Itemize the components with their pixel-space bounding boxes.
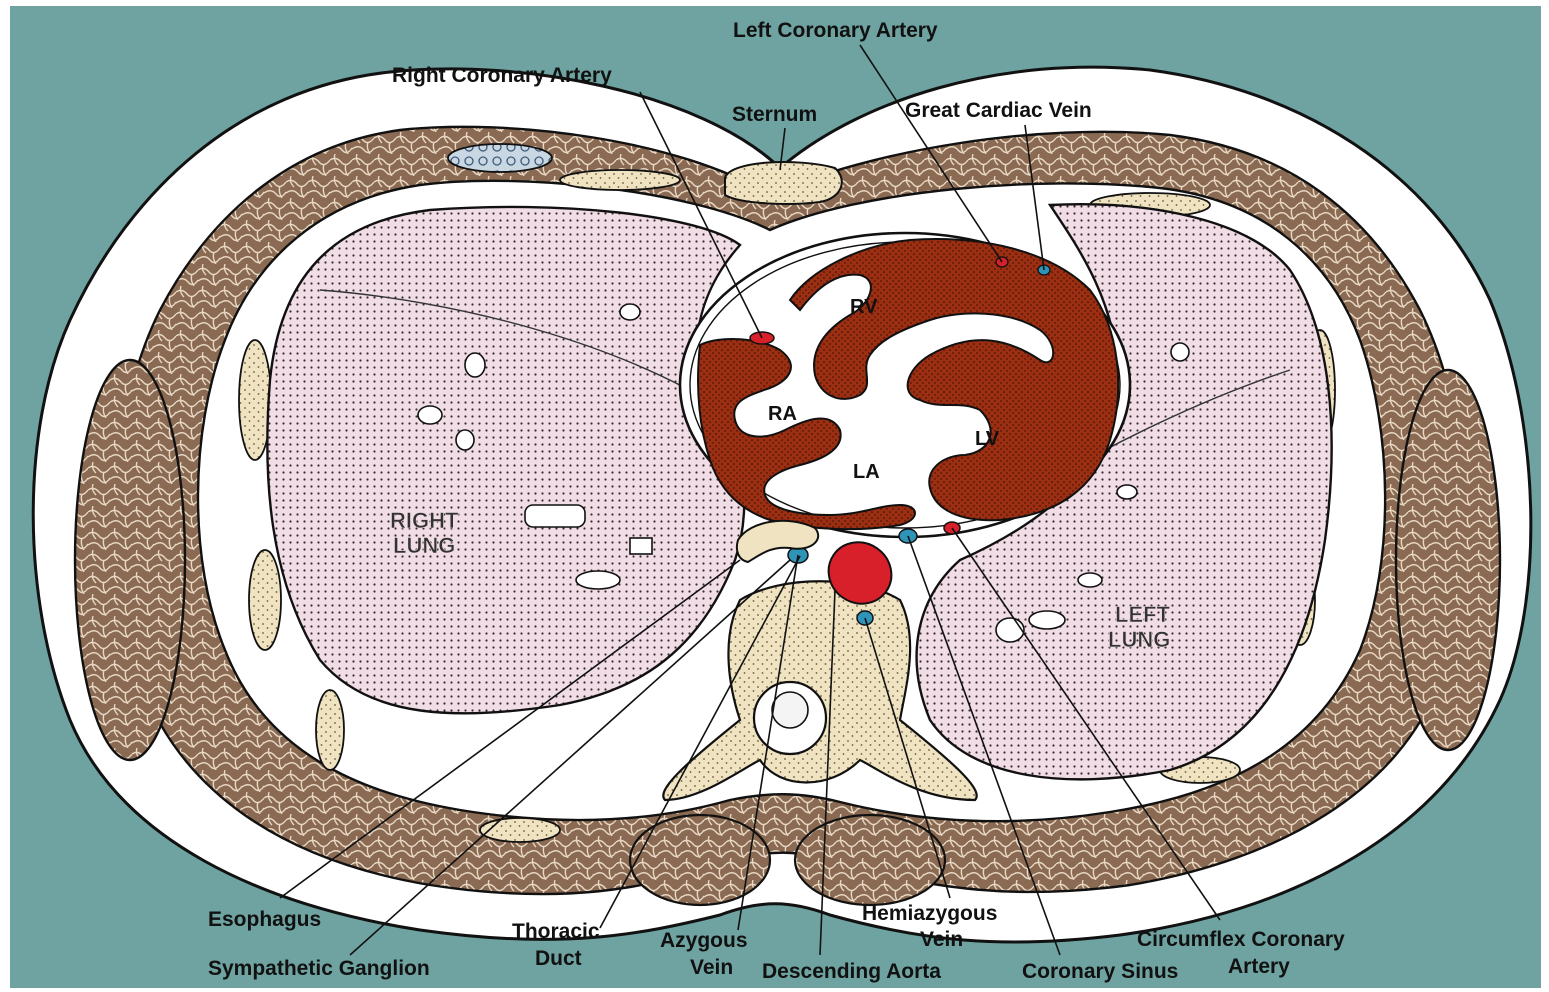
label-rv: RV [850,296,878,318]
label-left-lung-line2: LUNG [1108,627,1170,652]
label-thoracic-duct-line1: Thoracic [512,920,600,943]
label-coronary-sinus: Coronary Sinus [1022,960,1178,983]
label-right-coronary-artery: Right Coronary Artery [392,64,612,87]
label-sternum: Sternum [732,103,817,126]
label-great-cardiac-vein: Great Cardiac Vein [905,99,1092,122]
sternum-bone [725,162,842,204]
label-circumflex-line2: Artery [1228,955,1290,978]
label-descending-aorta: Descending Aorta [762,960,941,983]
label-circumflex-line1: Circumflex Coronary [1137,928,1345,951]
label-hemiazygous-vein-line1: Hemiazygous [862,902,997,925]
label-azygous-vein-line2: Vein [690,956,733,979]
label-left-lung-line1: LEFT [1115,602,1171,627]
calcified-cartilage [448,144,552,172]
label-lv: LV [975,428,1000,450]
spinal-cord [772,692,808,728]
label-right-lung-line2: LUNG [393,533,455,558]
label-left-coronary-artery: Left Coronary Artery [733,19,938,42]
label-azygous-vein-line1: Azygous [660,929,748,952]
paraspinal-muscle-right [795,815,945,905]
label-hemiazygous-vein-line2: Vein [920,928,963,951]
right-arm-muscle [75,360,185,760]
label-ra: RA [768,403,797,425]
right-lung [267,207,744,713]
left-arm-muscle [1396,370,1500,750]
label-right-lung-line1: RIGHT [390,508,459,533]
label-thoracic-duct-line2: Duct [535,947,582,970]
label-sympathetic-ganglion: Sympathetic Ganglion [208,957,430,980]
label-la: LA [853,461,880,483]
label-esophagus: Esophagus [208,908,321,931]
